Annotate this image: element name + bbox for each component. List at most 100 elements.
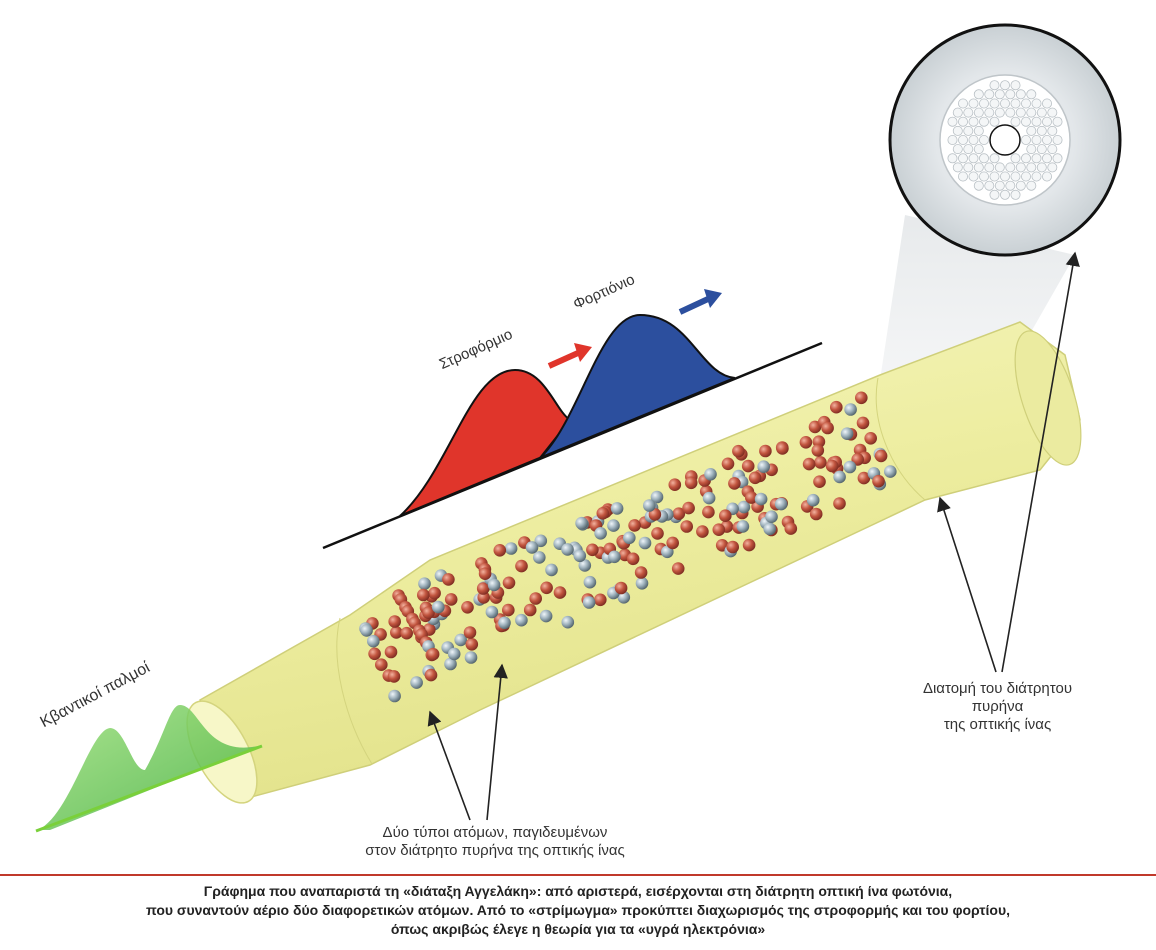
spin-wave: [399, 368, 572, 517]
atom: [523, 603, 537, 617]
cladding-hole: [1010, 80, 1021, 91]
caption-divider: [0, 874, 1156, 876]
atom: [864, 432, 877, 445]
atom: [682, 501, 695, 515]
atom: [515, 559, 528, 573]
cladding-hole: [1021, 171, 1032, 182]
atom: [375, 658, 388, 671]
atom: [672, 507, 686, 520]
atom: [586, 543, 599, 557]
atom: [561, 543, 574, 556]
cladding-hole: [1015, 162, 1026, 173]
atom: [540, 581, 553, 595]
atom: [529, 592, 542, 605]
cladding-hole: [1000, 189, 1011, 200]
cladding-hole: [1047, 144, 1058, 155]
cladding-hole: [1047, 162, 1058, 173]
cladding-hole: [973, 144, 984, 155]
atom: [872, 474, 885, 488]
atom: [476, 582, 490, 595]
cladding-hole: [984, 162, 995, 173]
cladding-hole: [1010, 98, 1021, 109]
atom: [454, 633, 468, 647]
cladding-hole: [963, 125, 974, 136]
fiber-diagram: [35, 23, 1122, 833]
atom: [368, 647, 381, 661]
atom: [594, 593, 607, 607]
atom: [855, 391, 868, 405]
cladding-hole: [1021, 116, 1032, 127]
cladding-hole: [1036, 144, 1047, 155]
atom: [478, 567, 492, 580]
atom: [561, 615, 575, 629]
atom: [638, 536, 652, 550]
cladding-hole: [1010, 189, 1021, 200]
atom: [840, 427, 854, 441]
cladding-hole: [1021, 134, 1032, 145]
cladding-hole: [1005, 162, 1016, 173]
atom: [465, 638, 479, 651]
atom: [623, 531, 636, 545]
atom: [684, 476, 698, 490]
cladding-hole: [1000, 171, 1011, 182]
cladding-hole: [994, 107, 1005, 118]
atom: [671, 562, 685, 575]
cladding-hole: [1010, 116, 1021, 127]
cladding-hole: [1026, 162, 1037, 173]
cladding-hole: [968, 98, 979, 109]
atom: [813, 475, 826, 489]
cladding-hole: [1026, 180, 1037, 191]
quantum-pulses: [35, 705, 263, 833]
atom: [719, 509, 732, 522]
cladding-hole: [973, 180, 984, 191]
atom: [360, 624, 373, 637]
cladding-hole: [968, 116, 979, 127]
atom: [721, 457, 735, 471]
atom: [583, 575, 597, 589]
cladding-hole: [947, 134, 958, 145]
atom: [573, 549, 587, 563]
cladding-hole: [958, 98, 969, 109]
atom: [534, 534, 548, 548]
cladding-hole: [958, 134, 969, 145]
atom: [610, 502, 624, 515]
cladding-hole: [1036, 125, 1047, 136]
cladding-hole: [1036, 162, 1047, 173]
figure-caption: Γράφημα που αναπαριστά τη «διάταξη Αγγελ…: [0, 882, 1156, 939]
atom: [442, 573, 455, 586]
atom: [884, 465, 897, 478]
cladding-hole: [1052, 134, 1063, 145]
cladding-hole: [1026, 144, 1037, 155]
cladding-hole: [958, 171, 969, 182]
pointer-arrow-section-left: [937, 496, 997, 673]
cladding-hole: [1042, 153, 1053, 164]
atom: [447, 647, 461, 661]
cladding-hole: [952, 107, 963, 118]
atom: [814, 456, 827, 469]
caption-line-3: όπως ακριβώς έλεγε η θεωρία για τα «υγρά…: [390, 921, 766, 937]
cladding-hole: [1042, 171, 1053, 182]
atom: [704, 468, 717, 481]
atom: [384, 645, 398, 659]
cladding-hole: [968, 171, 979, 182]
atom: [763, 522, 776, 536]
atom: [811, 444, 825, 457]
spin-motion-arrow: [547, 343, 592, 369]
atom: [726, 540, 739, 554]
atom: [741, 459, 755, 473]
atom: [422, 606, 435, 619]
cladding-hole: [989, 116, 1000, 127]
atom: [400, 626, 414, 640]
atom: [843, 460, 857, 474]
atom: [628, 519, 641, 532]
atom: [533, 551, 546, 564]
cladding-hole: [973, 89, 984, 100]
atom: [732, 444, 745, 458]
cladding-hole: [1052, 153, 1063, 164]
atom: [806, 493, 820, 507]
caption-line-1: Γράφημα που αναπαριστά τη «διάταξη Αγγελ…: [203, 883, 953, 899]
cladding-hole: [989, 98, 1000, 109]
cross-section-label: Διατομή του διάτρητου πυρήνα της οπτικής…: [895, 680, 1100, 734]
cladding-hole: [1005, 107, 1016, 118]
cladding-hole: [984, 89, 995, 100]
